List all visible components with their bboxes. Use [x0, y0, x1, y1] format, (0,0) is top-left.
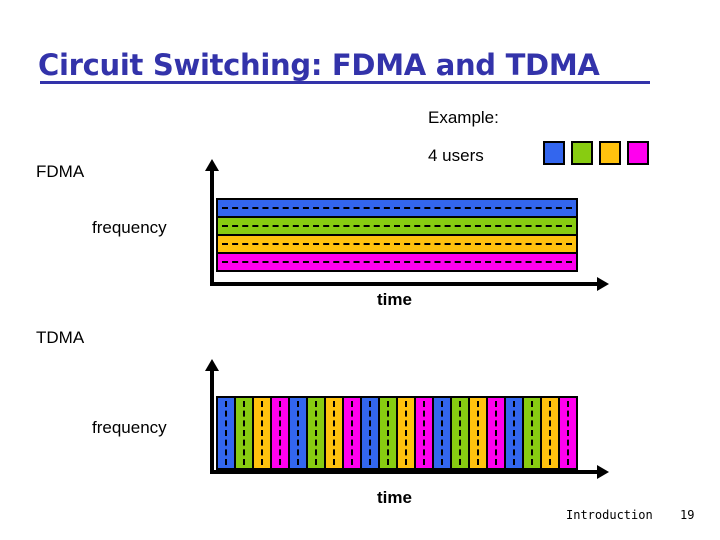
tdma-slot-3-user-3 — [254, 398, 272, 468]
tdma-slot-midline — [459, 401, 461, 465]
tdma-slot-midline — [261, 401, 263, 465]
tdma-slot-12-user-4 — [416, 398, 434, 468]
tdma-slot-11-user-3 — [398, 398, 416, 468]
example-user-count: 4 users — [428, 146, 484, 165]
tdma-slot-midline — [387, 401, 389, 465]
tdma-slot-midline — [297, 401, 299, 465]
example-heading: Example: — [428, 108, 499, 127]
tdma-slot-19-user-3 — [542, 398, 560, 468]
fdma-band-midline — [222, 261, 572, 263]
tdma-slot-midline — [513, 401, 515, 465]
tdma-x-axis-label: time — [377, 488, 412, 507]
tdma-slot-9-user-1 — [362, 398, 380, 468]
legend-swatch-user-1 — [543, 141, 565, 165]
footer-page-number: 19 — [680, 508, 695, 522]
tdma-slot-midline — [531, 401, 533, 465]
tdma-slot-midline — [225, 401, 227, 465]
tdma-slot-14-user-2 — [452, 398, 470, 468]
tdma-slot-midline — [423, 401, 425, 465]
tdma-slot-midline — [477, 401, 479, 465]
tdma-slot-8-user-4 — [344, 398, 362, 468]
fdma-band-midline — [222, 225, 572, 227]
tdma-slot-16-user-4 — [488, 398, 506, 468]
tdma-slot-7-user-3 — [326, 398, 344, 468]
user-legend — [543, 141, 649, 165]
fdma-x-axis-label: time — [377, 290, 412, 309]
tdma-slot-midline — [243, 401, 245, 465]
fdma-y-axis-label: frequency — [92, 218, 167, 237]
tdma-slot-midline — [315, 401, 317, 465]
legend-swatch-user-3 — [599, 141, 621, 165]
legend-swatch-user-4 — [627, 141, 649, 165]
tdma-slot-midline — [333, 401, 335, 465]
fdma-band-midline — [222, 207, 572, 209]
fdma-section-label: FDMA — [36, 162, 85, 181]
tdma-slot-2-user-2 — [236, 398, 254, 468]
fdma-band-midline — [222, 243, 572, 245]
fdma-time-axis — [210, 277, 609, 291]
tdma-slot-20-user-4 — [560, 398, 576, 468]
tdma-slot-10-user-2 — [380, 398, 398, 468]
tdma-slot-midline — [279, 401, 281, 465]
title-underline — [40, 81, 650, 84]
tdma-slot-6-user-2 — [308, 398, 326, 468]
tdma-slot-5-user-1 — [290, 398, 308, 468]
tdma-slot-midline — [567, 401, 569, 465]
fdma-band-user-1 — [218, 200, 576, 218]
tdma-frequency-axis — [205, 359, 219, 474]
fdma-band-user-3 — [218, 236, 576, 254]
tdma-slot-midline — [351, 401, 353, 465]
tdma-slot-midline — [441, 401, 443, 465]
tdma-slot-17-user-1 — [506, 398, 524, 468]
tdma-slot-midline — [549, 401, 551, 465]
tdma-slot-4-user-4 — [272, 398, 290, 468]
fdma-chart — [216, 198, 578, 272]
tdma-y-axis-label: frequency — [92, 418, 167, 437]
tdma-section-label: TDMA — [36, 328, 85, 347]
fdma-band-user-4 — [218, 254, 576, 270]
page-title: Circuit Switching: FDMA and TDMA — [38, 48, 600, 82]
tdma-slot-15-user-3 — [470, 398, 488, 468]
tdma-time-axis — [210, 465, 609, 479]
tdma-chart — [216, 396, 578, 470]
footer-section-label: Introduction — [566, 508, 653, 522]
tdma-slot-13-user-1 — [434, 398, 452, 468]
tdma-slot-1-user-1 — [218, 398, 236, 468]
fdma-frequency-axis — [205, 159, 219, 286]
fdma-band-user-2 — [218, 218, 576, 236]
tdma-slot-midline — [369, 401, 371, 465]
legend-swatch-user-2 — [571, 141, 593, 165]
tdma-slot-midline — [495, 401, 497, 465]
tdma-slot-midline — [405, 401, 407, 465]
tdma-slot-18-user-2 — [524, 398, 542, 468]
